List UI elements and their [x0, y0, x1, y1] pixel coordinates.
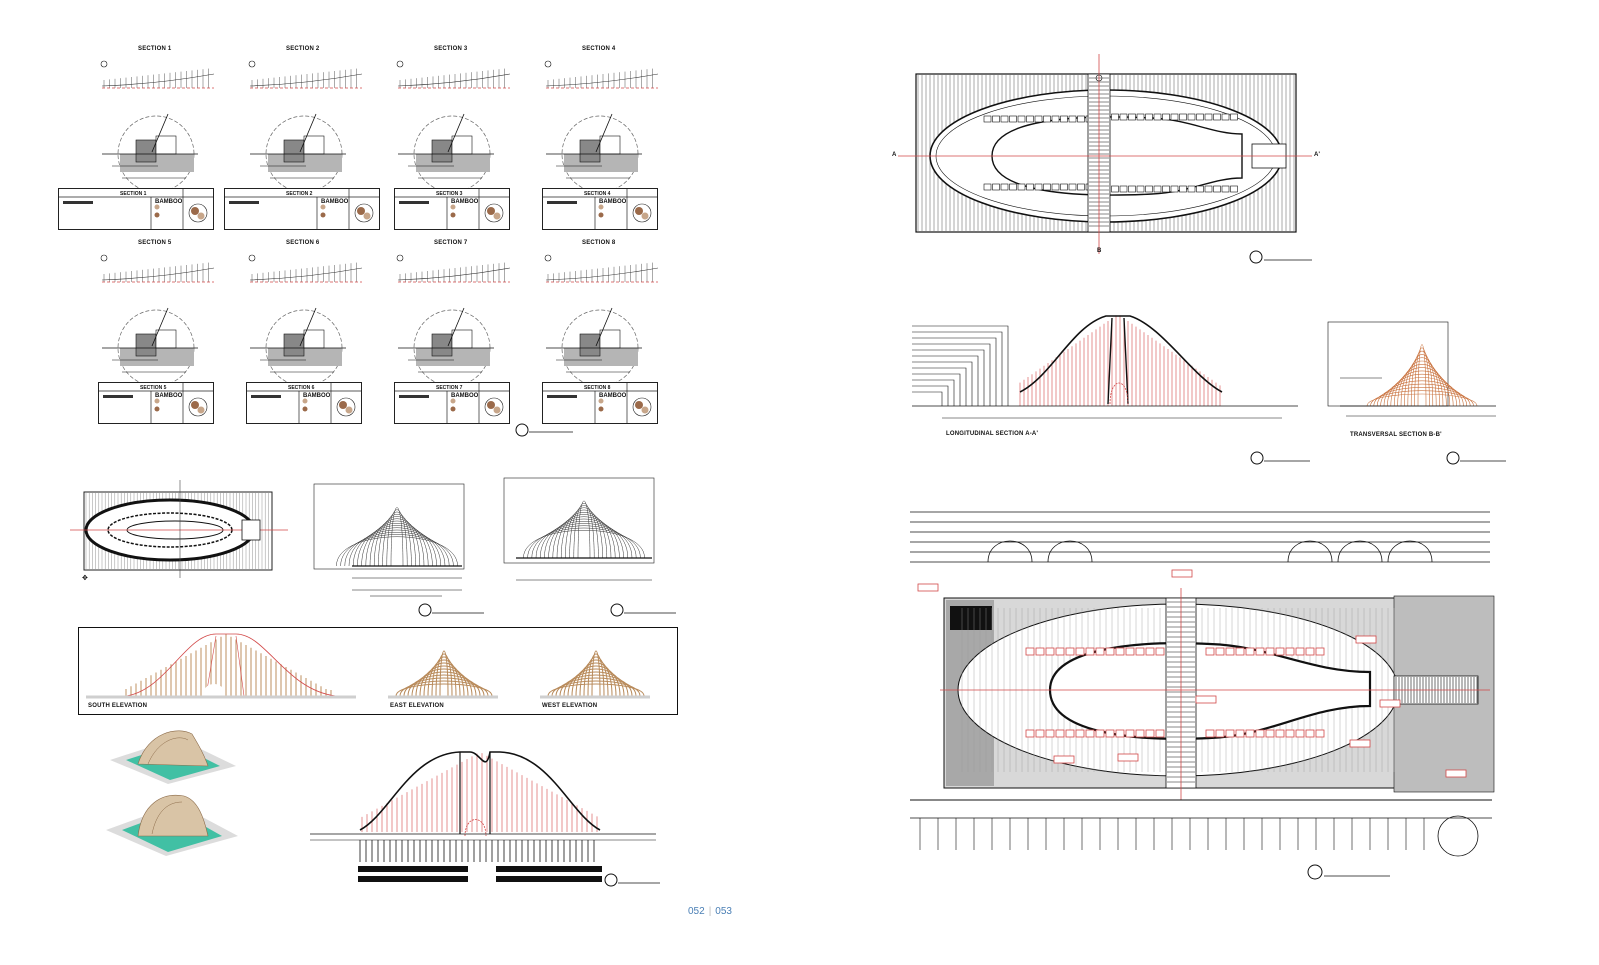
elevations-panel [78, 627, 678, 715]
section-table-bamboo: BAMBOO [599, 393, 627, 399]
large-section-marker [604, 873, 660, 887]
transverse-section-label: TRANSVERSAL SECTION B-B' [1350, 432, 1442, 438]
section-drawing [100, 254, 215, 387]
section-drawing [544, 254, 659, 387]
section-table: SECTION 7 BAMBOO [394, 382, 510, 424]
large-longitudinal-section [310, 751, 656, 882]
section-table: SECTION 8 BAMBOO [542, 382, 658, 424]
section-detail: SECTION 6 SECTION 6 BAMBOO [246, 240, 366, 430]
south-elevation-label: SOUTH ELEVATION [88, 703, 148, 709]
section-table: SECTION 3 BAMBOO [394, 188, 510, 230]
mini-longitudinal-section [313, 483, 465, 597]
section-table: SECTION 4 BAMBOO [542, 188, 658, 230]
section-detail: SECTION 8 SECTION 8 BAMBOO [542, 240, 662, 430]
section-drawing [100, 60, 215, 193]
section-drawing [396, 60, 511, 193]
section-drawing [248, 254, 363, 387]
west-elevation-label: WEST ELEVATION [542, 703, 598, 709]
section-title: SECTION 5 [138, 240, 172, 246]
section-table-title: SECTION 6 [288, 385, 315, 391]
section-sheet-marker [515, 423, 573, 437]
section-detail: SECTION 1 SECTION 1 BAMBOO [58, 46, 218, 236]
east-elevation-render [388, 650, 498, 699]
transverse-section-marker [1446, 451, 1506, 465]
section-table: SECTION 5 BAMBOO [98, 382, 214, 424]
section-title: SECTION 8 [582, 240, 616, 246]
section-table-title: SECTION 3 [436, 191, 463, 197]
section-table-grid [59, 189, 213, 229]
section-drawing [396, 254, 511, 387]
section-drawing [248, 60, 363, 193]
mini-floor-plan: ✥ [70, 480, 288, 582]
section-table-grid [225, 189, 379, 229]
section-detail: SECTION 4 SECTION 4 BAMBOO [542, 46, 662, 236]
plan-marker-1 [1249, 250, 1312, 264]
section-detail: SECTION 5 SECTION 5 BAMBOO [98, 240, 218, 430]
section-table-title: SECTION 8 [584, 385, 611, 391]
section-table-title: SECTION 1 [120, 191, 147, 197]
section-table: SECTION 1 BAMBOO [58, 188, 214, 230]
plan-marker-a: A [892, 152, 897, 158]
right-page-number: 053 [715, 906, 732, 917]
site-floor-plan [898, 54, 1312, 254]
detailed-site-plan [910, 511, 1495, 857]
longitudinal-section-marker [1250, 451, 1310, 465]
section-table-title: SECTION 2 [286, 191, 313, 197]
section-table: SECTION 2 BAMBOO [224, 188, 380, 230]
section-table-bamboo: BAMBOO [155, 199, 183, 205]
page-numbers: 052|053 [688, 906, 732, 917]
mini-section-marker-2 [610, 603, 676, 617]
section-table-title: SECTION 7 [436, 385, 463, 391]
section-table-grid [543, 383, 657, 423]
section-table-grid [247, 383, 361, 423]
section-table-bamboo: BAMBOO [599, 199, 627, 205]
east-elevation-label: EAST ELEVATION [390, 703, 444, 709]
section-table-bamboo: BAMBOO [451, 199, 479, 205]
section-title: SECTION 1 [138, 46, 172, 52]
section-table-title: SECTION 5 [140, 385, 167, 391]
section-title: SECTION 7 [434, 240, 468, 246]
section-table-grid [99, 383, 213, 423]
perspective-render-top [110, 730, 236, 784]
section-table-title: SECTION 4 [584, 191, 611, 197]
section-table-bamboo: BAMBOO [303, 393, 331, 399]
west-elevation-render [540, 650, 650, 699]
plan-marker-a-prime: A' [1314, 152, 1321, 158]
section-title: SECTION 4 [582, 46, 616, 52]
section-detail: SECTION 2 SECTION 2 BAMBOO [224, 46, 380, 236]
longitudinal-section-label: LONGITUDINAL SECTION A-A' [946, 431, 1039, 437]
perspective-render-bottom [106, 794, 238, 856]
section-table-grid [543, 189, 657, 229]
section-table-bamboo: BAMBOO [451, 393, 479, 399]
section-table: SECTION 6 BAMBOO [246, 382, 362, 424]
section-title: SECTION 2 [286, 46, 320, 52]
section-table-bamboo: BAMBOO [155, 393, 183, 399]
section-title: SECTION 3 [434, 46, 468, 52]
south-elevation-render [86, 633, 356, 700]
svg-text:✥: ✥ [82, 574, 88, 582]
left-page-number: 052 [688, 906, 705, 917]
mini-transverse-section [503, 477, 655, 581]
section-detail: SECTION 7 SECTION 7 BAMBOO [394, 240, 514, 430]
section-drawing [544, 60, 659, 193]
plan-marker-b: B [1097, 248, 1102, 254]
section-table-bamboo: BAMBOO [321, 199, 349, 205]
site-plan-marker [1307, 864, 1390, 880]
section-table-grid [395, 383, 509, 423]
transverse-section-bb [1327, 321, 1496, 417]
section-title: SECTION 6 [286, 240, 320, 246]
longitudinal-section-aa [912, 315, 1298, 419]
section-table-grid [395, 189, 509, 229]
mini-section-marker-1 [418, 603, 484, 617]
section-detail: SECTION 3 SECTION 3 BAMBOO [394, 46, 514, 236]
